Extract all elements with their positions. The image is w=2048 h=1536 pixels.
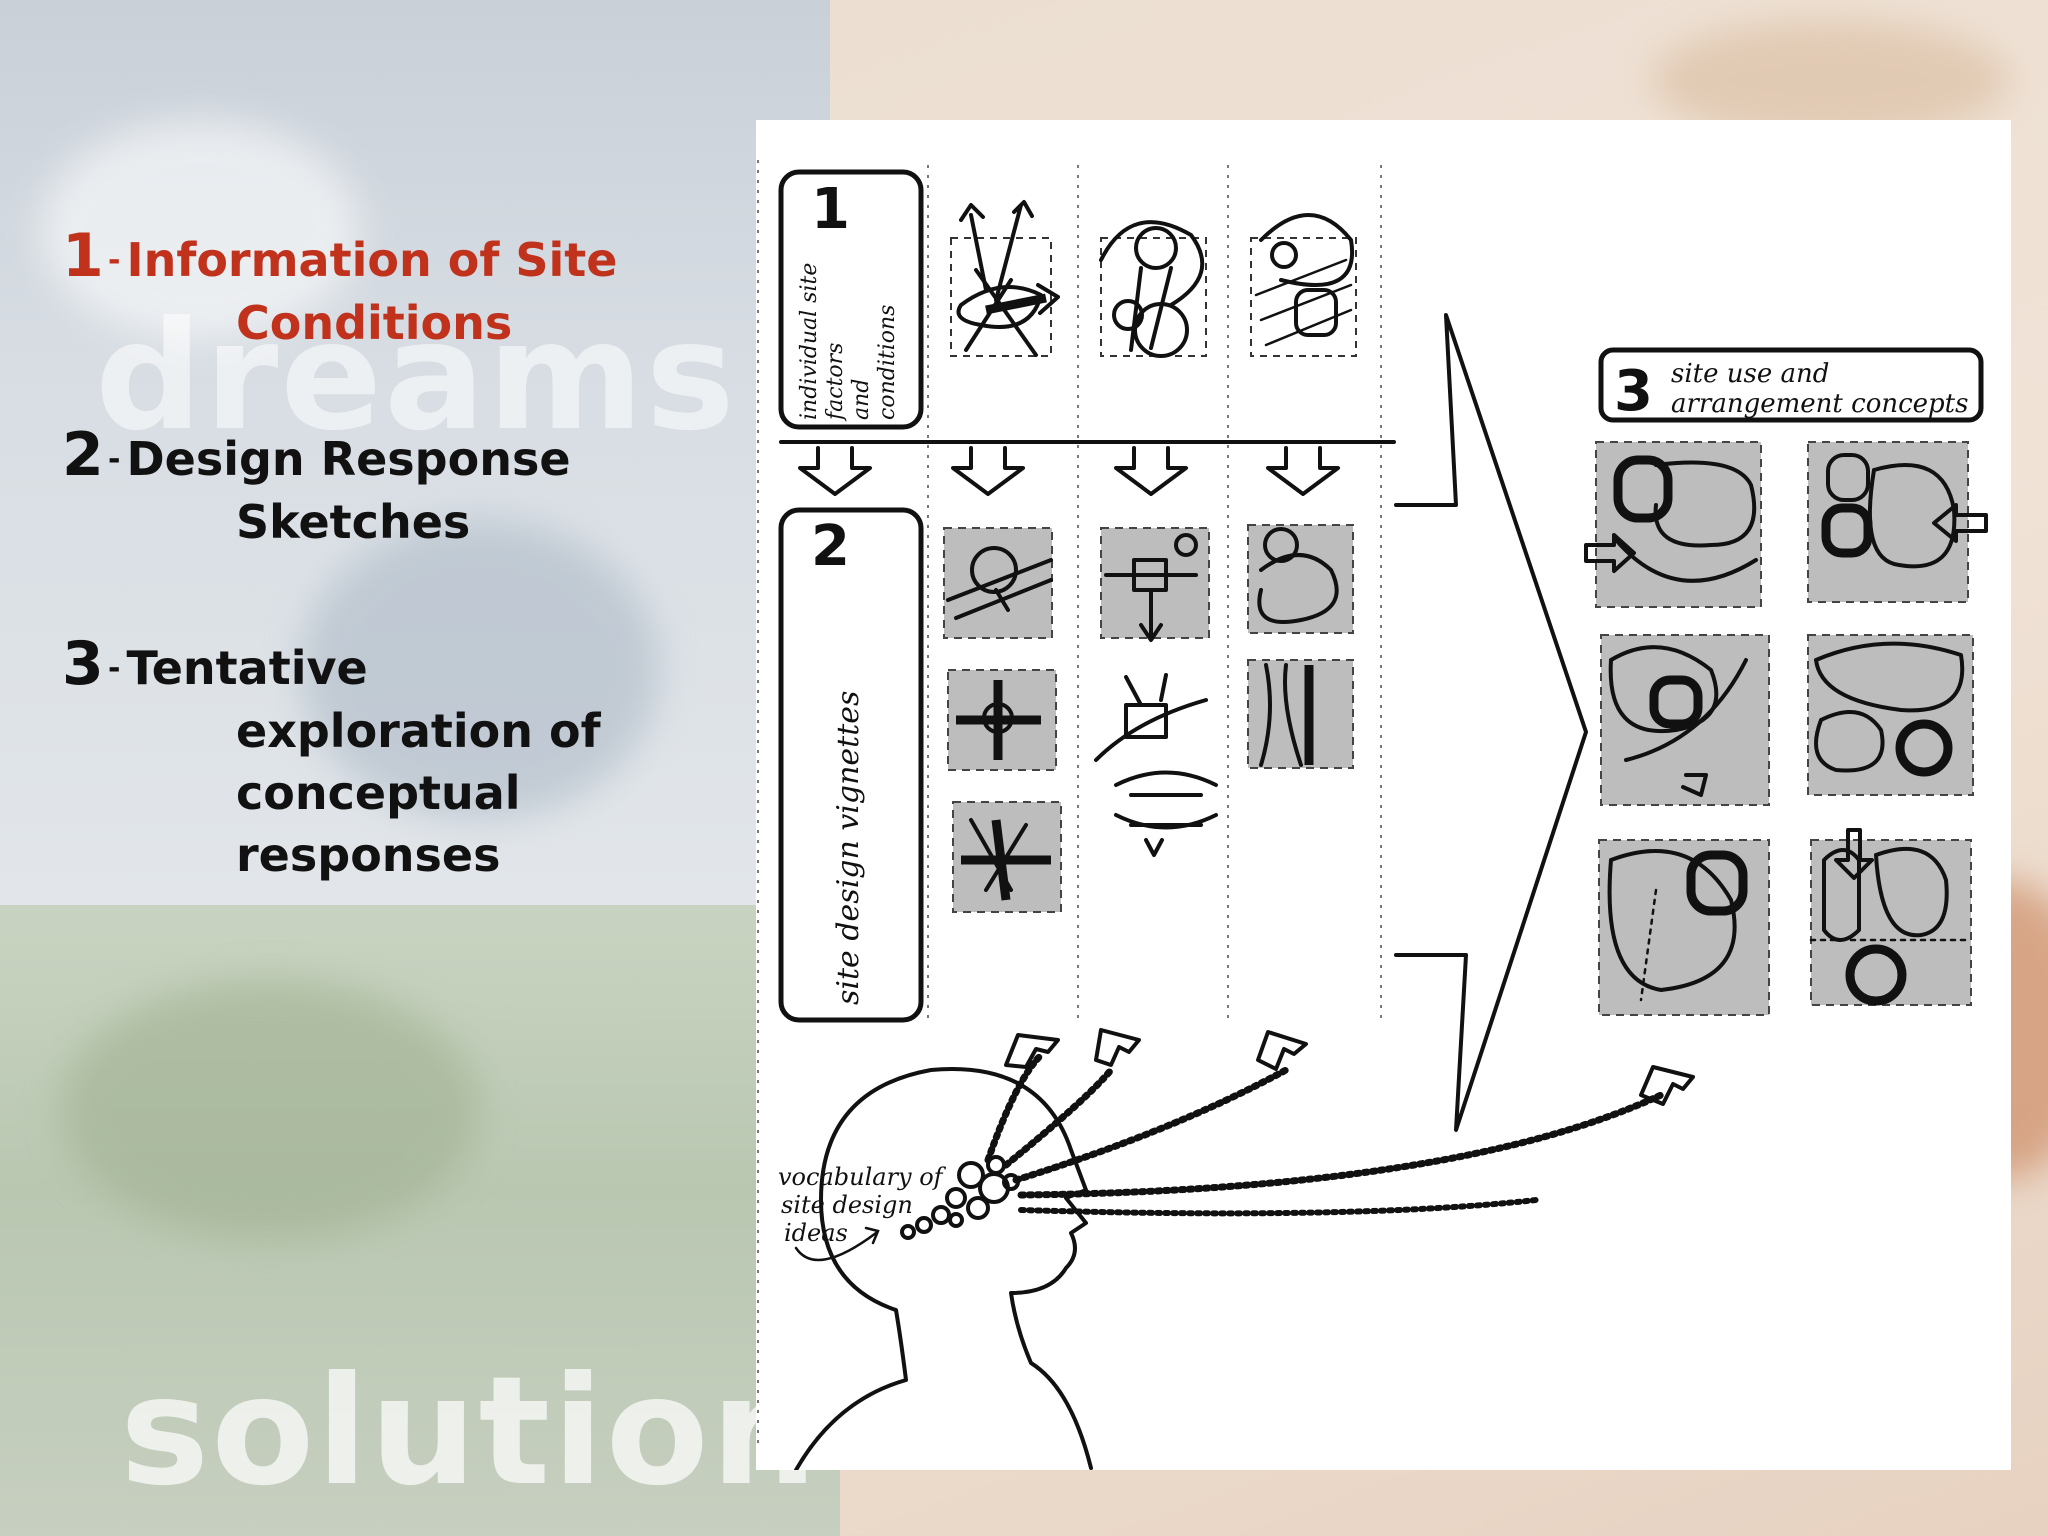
box-1-label-line: individual site	[797, 263, 822, 420]
idea-chain	[1002, 1028, 1141, 1169]
box-2-number: 2	[811, 514, 850, 579]
box-1-site-factors: 1 individual site factors and conditions	[778, 169, 924, 430]
diagram-panel: 1 individual site factors and conditions	[756, 120, 2011, 1470]
concept-sketch	[1807, 634, 1974, 796]
box-1-label-line: factors	[823, 343, 848, 422]
background-blob	[300, 520, 660, 820]
big-right-arrow-icon	[1394, 313, 1588, 1132]
head-silhouette	[794, 1067, 1093, 1470]
step-dash: -	[108, 442, 121, 477]
vignette-sketch	[1100, 527, 1210, 642]
vignette-sketch	[943, 527, 1053, 639]
concept-sketch	[1598, 839, 1770, 1016]
concept-sketch	[1809, 828, 1973, 1006]
step-title-line: conceptual	[236, 766, 521, 820]
box-2-label: site design vignettes	[831, 691, 866, 1005]
idea-bubbles	[900, 1155, 1020, 1240]
step-1: 1-Information of Site Conditions	[62, 225, 742, 354]
head-label-line: site design	[781, 1191, 913, 1219]
head-label-line: ideas	[784, 1219, 848, 1247]
design-process-diagram: 1 individual site factors and conditions	[757, 160, 1988, 1470]
step-title-line: Conditions	[236, 296, 513, 350]
box-3-arrangement-concepts: 3 site use and arrangement concepts	[1598, 347, 1984, 424]
step-number: 2	[62, 420, 104, 490]
step-title-line: Information of Site	[126, 233, 618, 287]
background-blob	[60, 980, 480, 1240]
step-3: 3-Tentative exploration of conceptual re…	[62, 633, 742, 886]
step-number: 1	[62, 221, 104, 291]
down-arrow-icon	[1266, 446, 1340, 496]
background-word-solution: solution	[120, 1345, 820, 1519]
step-dash: -	[108, 651, 121, 686]
box-1-number: 1	[811, 177, 850, 242]
box-1-label-line: conditions	[875, 305, 900, 420]
step-list: 1-Information of Site Conditions 2-Desig…	[62, 225, 742, 886]
box-2-vignettes: 2 site design vignettes	[778, 507, 924, 1023]
vignette-sketch	[1094, 673, 1218, 857]
down-arrow-icon	[798, 446, 872, 496]
step-dash: -	[108, 243, 121, 278]
idea-chain	[1017, 1065, 1695, 1199]
concept-sketch	[1584, 441, 1762, 608]
site-factor-sketch	[950, 200, 1060, 357]
vignette-sketch	[947, 669, 1057, 771]
down-arrow-icon	[1114, 446, 1188, 496]
head-label-pointer	[794, 1226, 880, 1262]
concept-sketch	[1600, 634, 1770, 806]
idea-chain: }	[1012, 1030, 1308, 1184]
vignette-sketch	[952, 801, 1062, 913]
step-title-line: responses	[236, 828, 501, 882]
down-arrow-icon	[951, 446, 1025, 496]
concept-sketch	[1807, 441, 1988, 603]
box-3-label-line: arrangement concepts	[1671, 389, 1968, 419]
box-1-label-line: and	[849, 379, 874, 420]
step-number: 3	[62, 629, 104, 699]
background-blob	[40, 120, 360, 340]
step-title-line: Tentative	[126, 641, 368, 695]
box-3-label-line: site use and	[1671, 359, 1829, 389]
head-label-line: vocabulary of	[778, 1163, 947, 1191]
vignette-sketch	[1247, 524, 1354, 634]
step-title-line: Sketches	[236, 495, 471, 549]
background-word-dreams: dreams	[95, 290, 737, 464]
site-factor-sketch	[1099, 220, 1207, 358]
site-factor-sketch	[1250, 213, 1357, 357]
step-title-line: exploration of	[236, 704, 601, 758]
vignette-sketch	[1247, 659, 1354, 769]
idea-chain	[1018, 1197, 1539, 1217]
box-3-number: 3	[1614, 359, 1653, 424]
idea-chain	[984, 1033, 1060, 1164]
step-2: 2-Design Response Sketches	[62, 424, 742, 553]
step-title-line: Design Response	[126, 432, 571, 486]
